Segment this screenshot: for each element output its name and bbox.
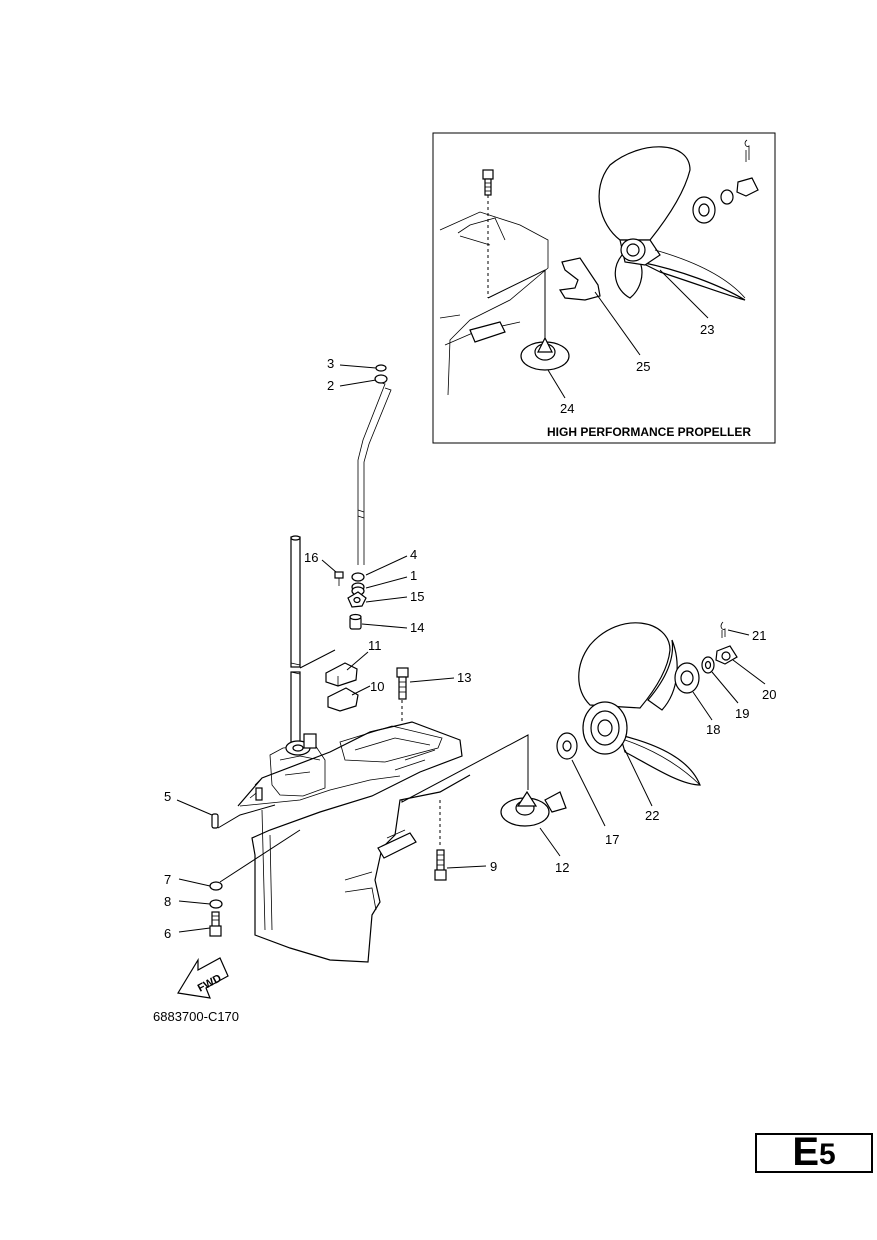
inset-thrust-washer (558, 257, 601, 301)
bolt-9 (434, 849, 447, 881)
dowel-pin-5 (211, 813, 219, 829)
inset-propeller (598, 146, 746, 301)
seal-4 (351, 572, 365, 582)
pad-10 (327, 687, 359, 712)
callout-2: 2 (327, 378, 334, 393)
callout-23: 23 (700, 322, 714, 337)
water-tube (357, 381, 392, 565)
callout-14: 14 (410, 620, 424, 635)
callout-17: 17 (605, 832, 619, 847)
forward-direction-arrow-icon: FWD (177, 957, 229, 999)
thrust-washer-17 (556, 732, 578, 760)
bolt-6 (209, 911, 222, 937)
inset-washer (720, 189, 734, 205)
spacer-18 (674, 662, 700, 694)
inset-bolt (482, 169, 494, 196)
shift-rod (290, 535, 301, 743)
callout-10: 10 (370, 679, 384, 694)
callout-13: 13 (457, 670, 471, 685)
lower-unit-case (237, 721, 471, 963)
inset-spacer (692, 196, 716, 224)
callout-22: 22 (645, 808, 659, 823)
inset-nut (736, 177, 759, 197)
propeller-22 (578, 622, 701, 786)
inset-caption: HIGH PERFORMANCE PROPELLER (547, 425, 751, 439)
callout-7: 7 (164, 872, 171, 887)
callout-12: 12 (555, 860, 569, 875)
grommet-14 (349, 613, 362, 630)
callout-6: 6 (164, 926, 171, 941)
screw-16 (334, 571, 344, 586)
grommet-3 (375, 364, 387, 372)
callout-16: 16 (304, 550, 318, 565)
callout-25: 25 (636, 359, 650, 374)
callout-21: 21 (752, 628, 766, 643)
callout-4: 4 (410, 547, 417, 562)
nut-20 (715, 645, 738, 665)
callout-3: 3 (327, 356, 334, 371)
callout-15: 15 (410, 589, 424, 604)
callout-18: 18 (706, 722, 720, 737)
inset-cotter-pin (744, 139, 750, 162)
diagram-code: 6883700-C170 (153, 1009, 239, 1024)
page-badge-letter: E (792, 1130, 819, 1174)
page-badge-number: 5 (819, 1138, 836, 1171)
callout-20: 20 (762, 687, 776, 702)
washer-7 (209, 881, 223, 891)
plate-15 (347, 591, 367, 608)
callout-11: 11 (368, 638, 382, 653)
callout-5: 5 (164, 789, 171, 804)
trim-tab-anode-12 (500, 790, 567, 827)
callout-24: 24 (560, 401, 574, 416)
inset-trim-tab-anode (520, 336, 570, 371)
callout-9: 9 (490, 859, 497, 874)
inset-panel: 24 25 23 HIGH PERFORMANCE PROPELLER (432, 132, 776, 444)
callout-8: 8 (164, 894, 171, 909)
cotter-pin-21 (720, 621, 726, 638)
callout-1: 1 (410, 568, 417, 583)
grommet-2 (374, 374, 388, 384)
washer-8 (209, 899, 223, 909)
pad-11 (325, 662, 358, 687)
bolt-13 (396, 667, 409, 700)
callout-19: 19 (735, 706, 749, 721)
washer-19 (701, 656, 715, 674)
